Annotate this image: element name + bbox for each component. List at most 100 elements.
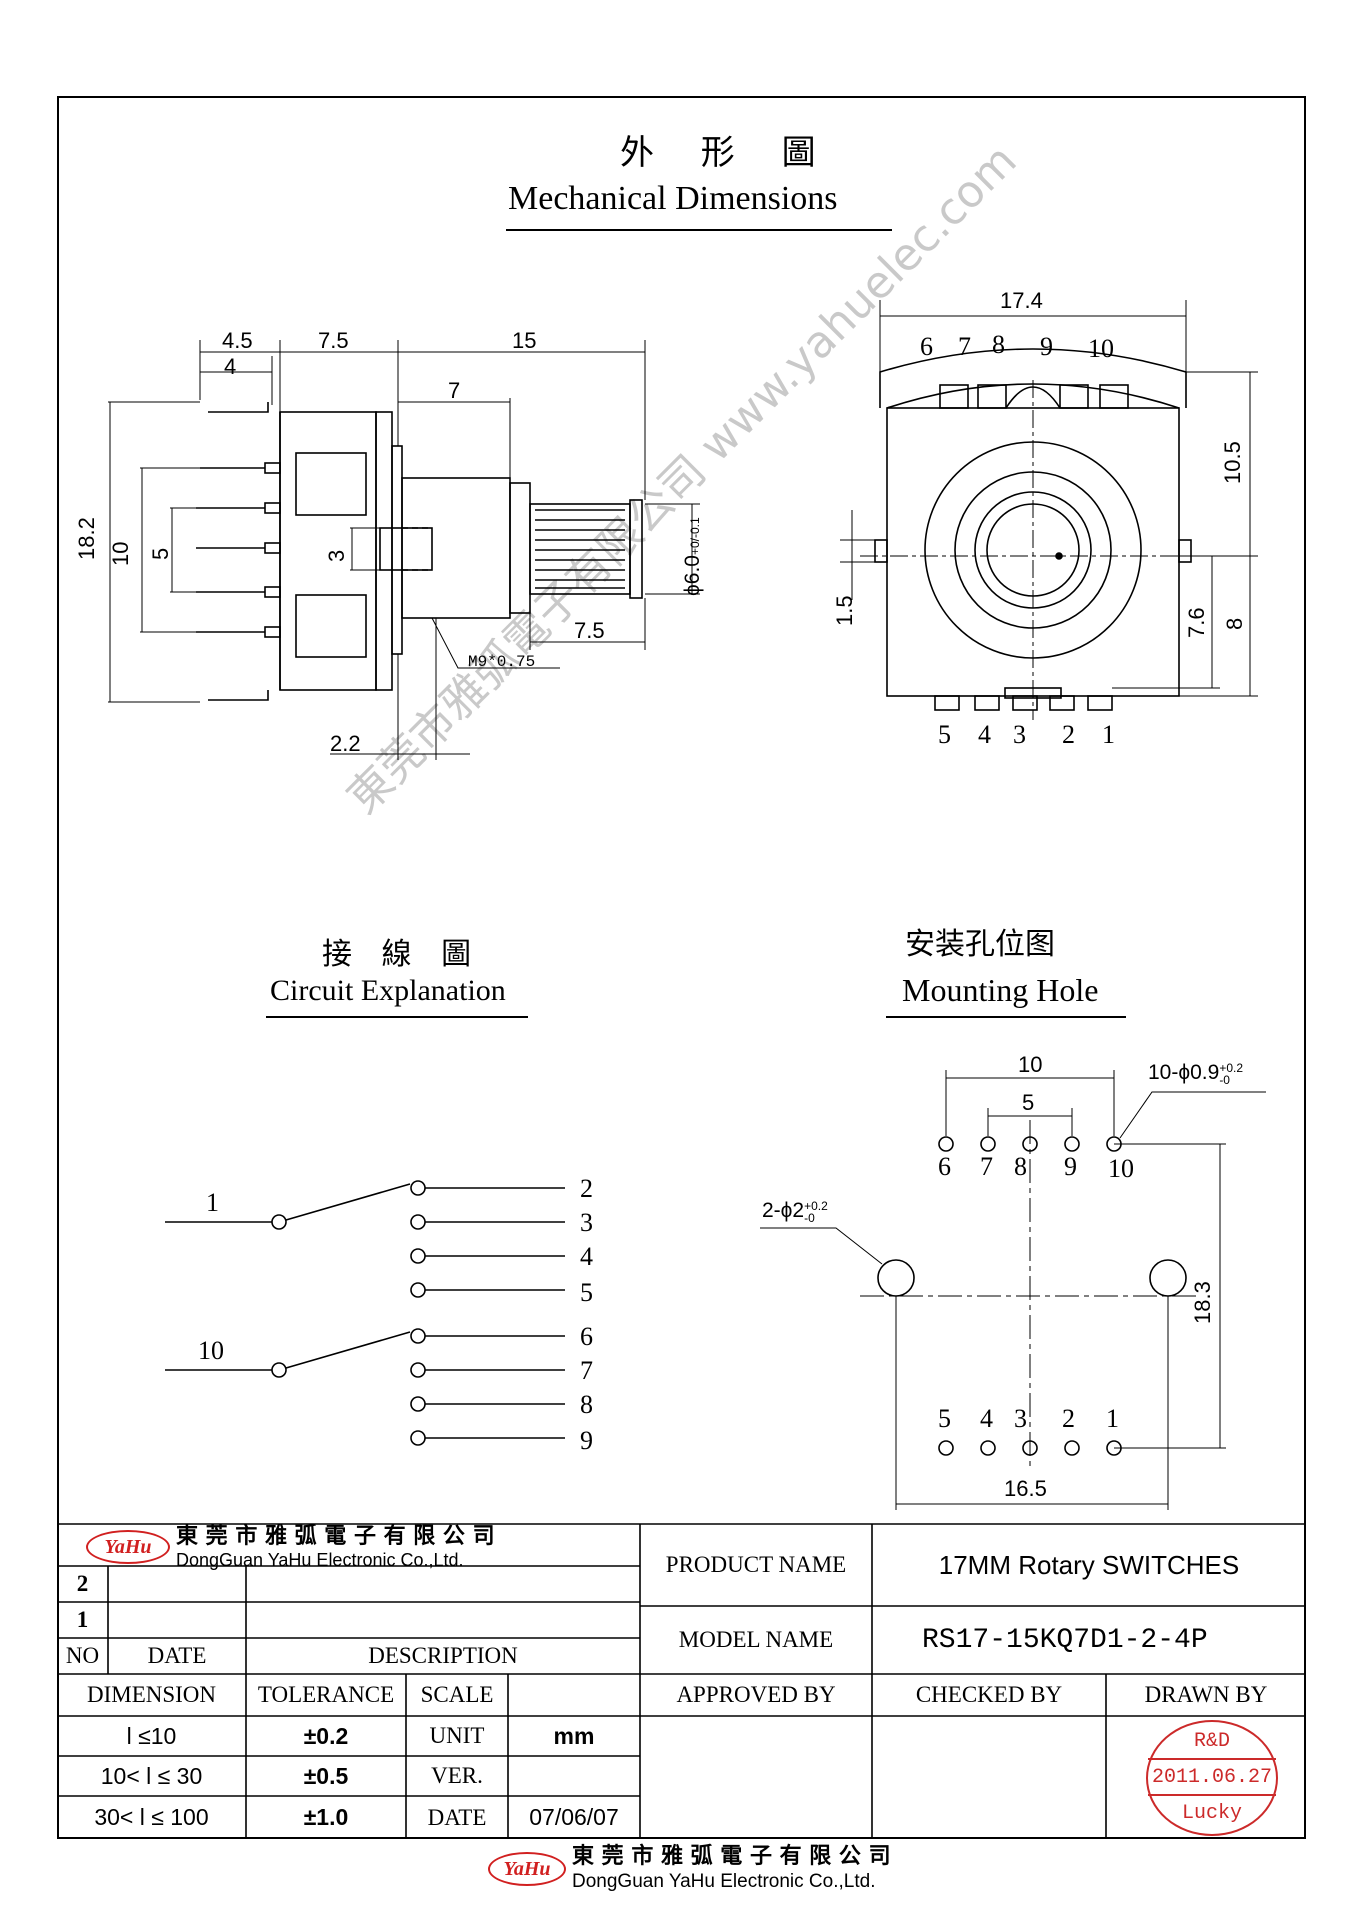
stamp-dept: R&D [1193,1730,1230,1753]
front-pin-2: 2 [1062,720,1075,749]
mount-pin-6: 6 [938,1152,951,1181]
ver-label: VER. [431,1763,483,1788]
tol-val-row-1: ±0.2 [303,1722,349,1749]
company-name-cn-footer: 東 莞 市 雅 弧 電 子 有 限 公 司 [572,1844,891,1869]
checked-by-label: CHECKED BY [915,1682,1063,1707]
front-pin-9: 9 [1040,332,1053,361]
mount-pin-8: 8 [1014,1152,1027,1181]
model-name-value: RS17-15KQ7D1-2-4P [922,1624,1208,1656]
tol-dim-row-1: l ≤10 [126,1722,177,1749]
drawn-by-label: DRAWN BY [1144,1682,1268,1707]
dim-3-side: 3 [324,549,349,562]
stamp-name: Lucky [1181,1802,1242,1825]
tol-dim-row-2: 10< l ≤ 30 [100,1762,203,1789]
dim-10-5: 10.5 [1220,441,1245,484]
company-logo-footer: YaHu [488,1852,566,1886]
mount-pin-3: 3 [1014,1404,1027,1433]
mount-dim-18-3: 18.3 [1190,1281,1215,1324]
front-width-dim: 17.4 [1000,288,1043,313]
tol-val-row-2: ±0.5 [303,1762,349,1789]
mount-pin-9: 9 [1064,1152,1077,1181]
col-description: DESCRIPTION [368,1643,518,1668]
col-no: NO [65,1643,100,1668]
mount-pin-4: 4 [980,1404,993,1433]
dim-4-5: 4.5 [222,328,253,353]
ver-value [508,1756,640,1796]
front-pin-1: 1 [1102,720,1115,749]
mount-dim-5: 5 [1022,1090,1035,1115]
col-date: DATE [147,1643,207,1668]
tol-dim-row-3: 30< l ≤ 100 [94,1804,209,1830]
front-pin-7: 7 [958,332,971,361]
circuit-contact-6: 6 [580,1322,593,1351]
company-logo-top: YaHu [86,1530,170,1564]
front-pin-10: 10 [1088,334,1114,363]
dim-4: 4 [224,354,237,379]
product-name-value: 17MM Rotary SWITCHES [938,1549,1240,1580]
mounting-title-underline [886,1016,1126,1018]
scale-header: SCALE [420,1682,494,1707]
circuit-contact-3: 3 [580,1208,593,1237]
mount-pin-1: 1 [1106,1404,1119,1433]
company-name-en-top: DongGuan YaHu Electronic Co.,Ltd. [176,1550,464,1570]
dim-5-side: 5 [148,547,173,560]
dim-1-5: 1.5 [832,595,857,626]
rev-row-2: 2 [76,1571,89,1596]
mount-dim-10: 10 [1018,1052,1043,1077]
circuit-title-underline [266,1016,528,1018]
mounting-title-en: Mounting Hole [902,972,1099,1008]
tol-val-row-3: ±1.0 [303,1804,349,1830]
circuit-contact-9: 9 [580,1426,593,1455]
product-name-label: PRODUCT NAME [665,1552,847,1577]
dim-10-side: 10 [108,541,133,566]
mechanical-title-en: Mechanical Dimensions [508,180,838,217]
front-pin-4: 4 [978,720,991,749]
approved-by-label: APPROVED BY [676,1682,836,1707]
circuit-title-cn: 接 線 圖 [322,937,482,972]
mount-pin-5: 5 [938,1404,951,1433]
circuit-contact-5: 5 [580,1278,593,1307]
circuit-title-en: Circuit Explanation [270,974,506,1007]
mechanical-title-underline [506,229,892,231]
mounting-title-cn: 安装孔位图 [905,927,1055,962]
dimension-header: DIMENSION [86,1682,217,1707]
dim-15: 15 [512,328,537,353]
date-value: 07/06/07 [529,1804,619,1830]
front-pin-3: 3 [1013,720,1026,749]
dim-2-2: 2.2 [330,731,361,756]
circuit-contact-7: 7 [580,1356,593,1385]
mount-dim-16-5: 16.5 [1004,1476,1047,1501]
dim-7-6: 7.6 [1184,607,1209,638]
unit-value: mm [553,1722,595,1749]
dim-8: 8 [1222,617,1247,630]
company-name-en-footer: DongGuan YaHu Electronic Co.,Ltd. [572,1871,876,1892]
dim-7: 7 [448,378,461,403]
circuit-common-10: 10 [198,1336,224,1365]
mechanical-title-cn: 外 形 圖 [620,133,834,173]
date-label: DATE [427,1804,487,1830]
front-pin-6: 6 [920,332,933,361]
circuit-contact-2: 2 [580,1174,593,1203]
shaft-diameter: ϕ6.0+0/-0.1 [681,517,704,596]
front-pin-5: 5 [938,720,951,749]
unit-label: UNIT [429,1723,485,1748]
stamp-date: 2011.06.27 [1148,1758,1276,1796]
front-pin-8: 8 [992,330,1005,359]
circuit-contact-8: 8 [580,1390,593,1419]
mount-pin-2: 2 [1062,1404,1075,1433]
dim-7-5-bottom: 7.5 [574,618,605,643]
drawing-frame [57,96,1306,1839]
thread-spec: M9*0.75 [468,653,536,671]
tolerance-header: TOLERANCE [257,1682,395,1707]
mount-pin-10: 10 [1108,1154,1134,1183]
mount-big-hole-label: 2-ϕ2+0.2-0 [762,1199,828,1225]
mount-pin-7: 7 [980,1152,993,1181]
circuit-contact-4: 4 [580,1242,593,1271]
approval-stamp: R&D 2011.06.27 Lucky [1146,1720,1278,1836]
dim-18-2: 18.2 [74,517,99,560]
circuit-common-1: 1 [206,1188,219,1217]
rev-row-1: 1 [76,1607,89,1632]
dim-7-5-top: 7.5 [318,328,349,353]
company-name-cn-top: 東 莞 市 雅 弧 電 子 有 限 公 司 [176,1524,495,1549]
model-name-label: MODEL NAME [678,1627,834,1652]
